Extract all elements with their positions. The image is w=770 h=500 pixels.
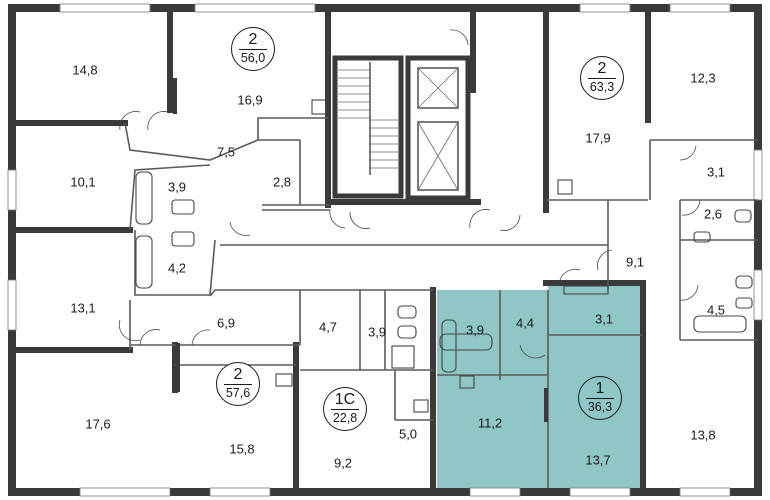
- room-area-r17: 4,4: [515, 315, 535, 331]
- room-area-r01: 14,8: [72, 62, 98, 78]
- door-swings: [118, 29, 701, 359]
- room-area-r05: 3,9: [167, 179, 187, 195]
- accent-walls: [173, 48, 650, 442]
- badge-divider: [588, 78, 616, 79]
- room-area-r14: 5,0: [398, 426, 418, 442]
- apartment-total-area: 56,0: [240, 51, 266, 65]
- room-area-r22: 17,9: [585, 130, 611, 146]
- badge-divider: [224, 384, 252, 385]
- partitions: [124, 117, 758, 488]
- room-area-r12: 4,7: [318, 319, 338, 335]
- apartment-rooms-count: 1: [595, 380, 605, 397]
- staircase: [332, 55, 404, 199]
- apartment-rooms-count: 2: [248, 31, 258, 48]
- room-area-r18: 3,1: [594, 311, 614, 327]
- room-area-r02: 16,9: [237, 92, 263, 108]
- elevator-shafts: [405, 55, 471, 201]
- room-area-r11: 15,8: [229, 441, 255, 457]
- badge-divider: [586, 398, 614, 399]
- room-area-r07: 4,2: [167, 260, 187, 276]
- room-area-r27: 13,8: [690, 427, 716, 443]
- badge-divider: [239, 49, 267, 50]
- room-area-r08: 13,1: [70, 300, 96, 316]
- badge-divider: [331, 409, 359, 410]
- room-area-r20: 13,7: [585, 452, 611, 468]
- apartment-total-area: 63,3: [589, 80, 615, 94]
- windows: [7, 3, 763, 497]
- apartment-rooms-count: 2: [233, 366, 243, 383]
- room-area-r25: 9,1: [625, 254, 645, 270]
- room-area-r09: 6,9: [216, 315, 236, 331]
- fixtures: [135, 99, 753, 413]
- room-area-r24: 2,6: [703, 206, 723, 222]
- room-area-r10: 17,6: [85, 416, 111, 432]
- room-area-r19: 11,2: [477, 415, 503, 431]
- interior-walls: [15, 9, 651, 491]
- apartment-badge-apt-d[interactable]: 1С 22,8: [323, 387, 367, 431]
- room-area-r23: 3,1: [706, 164, 726, 180]
- apartment-rooms-count: 2: [597, 60, 607, 77]
- room-area-r06: 2,8: [272, 174, 292, 190]
- room-area-r16: 3,9: [465, 322, 485, 338]
- room-area-r13: 3,9: [367, 324, 387, 340]
- apartment-total-area: 36,3: [587, 400, 613, 414]
- apartment-rooms-count: 1С: [334, 391, 356, 408]
- apartment-total-area: 22,8: [332, 411, 358, 425]
- room-area-r04: 7,5: [216, 144, 236, 160]
- room-area-r15: 9,2: [333, 455, 353, 471]
- room-area-r21: 12,3: [690, 70, 716, 86]
- room-area-r26: 4,5: [706, 302, 726, 318]
- apartment-total-area: 57,6: [225, 386, 251, 400]
- room-area-r03: 10,1: [70, 174, 96, 190]
- exterior-walls: [8, 4, 762, 496]
